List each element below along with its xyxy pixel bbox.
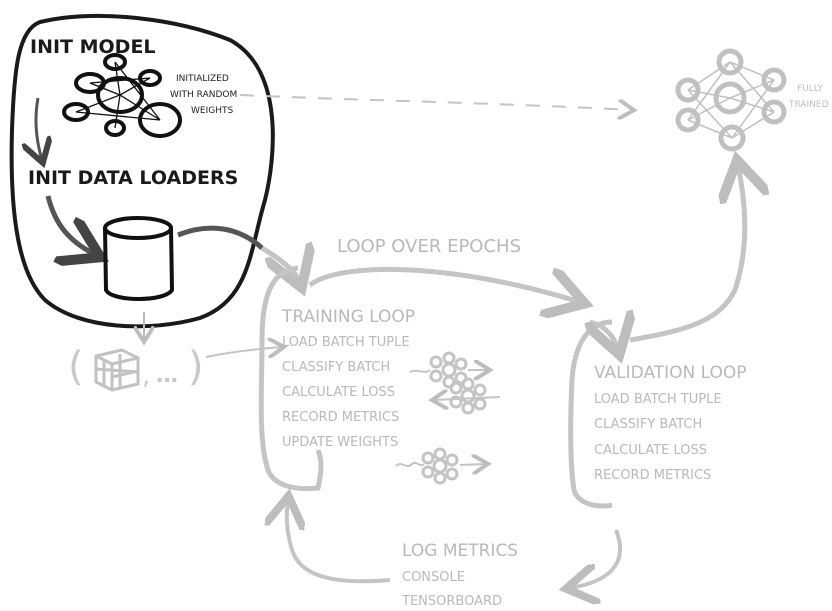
arrow-training-to-validation [308,266,580,302]
tensor-cube-icon [94,348,140,392]
arrow-validation-to-log [570,529,623,588]
batch-tuple: ( , … ) [68,344,204,392]
arrow-bracket-into-validation [590,322,618,350]
weights-note-line-1: INITIALIZED [176,74,229,84]
log-output-console: CONSOLE [402,570,465,585]
weights-note-line-2: WITH RANDOM [170,90,237,100]
update-network-icon [421,447,459,485]
validation-step-3: CALCULATE LOSS [594,443,707,458]
database-cylinder-icon [103,216,175,301]
init-data-loaders-title: INIT DATA LOADERS [28,167,238,189]
classify-network-icon [429,351,468,389]
arrow-loaders-to-database [45,195,96,255]
validation-step-4: RECORD METRICS [594,468,711,483]
init-model-title: INIT MODEL [30,36,156,58]
training-step-2: CLASSIFY BATCH [282,360,390,375]
svg-text:(: ( [68,344,84,390]
arrow-validation-to-trained [629,165,745,343]
trained-label-line-2: TRAINED [788,100,829,110]
arrow-model-to-trained [239,94,632,110]
validation-step-1: LOAD BATCH TUPLE [594,392,722,407]
trained-label-line-1: FULLY [797,84,824,94]
training-loop-title: TRAINING LOOP [281,307,415,327]
init-blob-outline [9,14,275,329]
log-output-tensorboard: TENSORBOARD [401,594,502,609]
arrow-batch-to-training [205,347,282,357]
log-metrics-title: LOG METRICS [402,541,518,561]
validation-loop-bracket [568,319,613,509]
arrow-database-to-training [177,225,264,250]
loop-over-epochs-label: LOOP OVER EPOCHS [337,236,521,257]
validation-loop-title: VALIDATION LOOP [594,363,747,383]
svg-text:,: , [142,361,150,391]
random-weights-network-icon [62,53,182,138]
arrow-log-to-training [287,500,391,584]
training-step-5: UPDATE WEIGHTS [282,435,398,450]
training-step-4: RECORD METRICS [282,410,399,425]
training-loop-bracket [258,265,324,492]
loss-network-icon [449,377,487,415]
weights-note-line-3: WEIGHTS [191,106,233,116]
training-step-1: LOAD BATCH TUPLE [282,335,410,350]
arrow-model-to-loaders [36,97,42,160]
validation-step-2: CLASSIFY BATCH [594,417,702,432]
svg-text:…: … [156,363,178,388]
trained-network-icon [675,48,787,152]
training-step-3: CALCULATE LOSS [282,385,395,400]
svg-text:): ) [188,344,204,390]
